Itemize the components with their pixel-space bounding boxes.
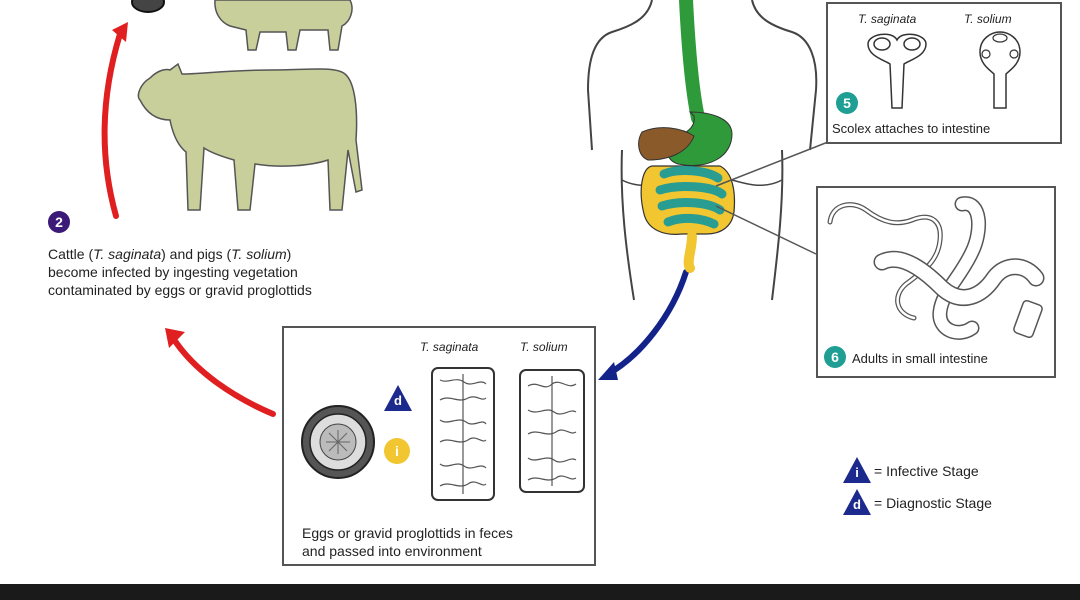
legend-infective-icon bbox=[843, 457, 871, 483]
adult-worms-drawing bbox=[827, 196, 1045, 340]
step-2-line1-post: ) bbox=[286, 246, 292, 262]
scolex-species-a: T. saginata bbox=[858, 12, 917, 26]
diagnostic-stage-icon bbox=[384, 385, 412, 411]
legend-diagnostic-icon bbox=[843, 489, 871, 515]
eggs-caption-line2: and passed into environment bbox=[302, 543, 482, 559]
step-2-caption: Cattle (T. saginata) and pigs (T. solium… bbox=[48, 245, 428, 299]
legend: i = Infective Stage d = Diagnostic Stage bbox=[842, 456, 1072, 520]
adults-panel: 6 Adults in small intestine bbox=[816, 186, 1056, 378]
proglottid-solium-drawing bbox=[519, 369, 585, 493]
legend-infective-letter: i bbox=[855, 465, 859, 480]
step-2-badge: 2 bbox=[48, 211, 70, 233]
step-2-species-b: T. solium bbox=[231, 246, 287, 262]
human-torso bbox=[586, 0, 818, 301]
connector-lines bbox=[715, 141, 829, 255]
eggs-caption-line1: Eggs or gravid proglottids in feces bbox=[302, 525, 513, 541]
cycle-arrow-blue bbox=[598, 269, 689, 380]
egg-drawing bbox=[301, 405, 375, 479]
step-5-caption: Scolex attaches to intestine bbox=[832, 121, 991, 136]
scolex-saginata-drawing bbox=[867, 33, 927, 109]
step-2-species-a: T. saginata bbox=[93, 246, 162, 262]
eggs-panel: T. saginata T. solium d i Eggs or gravid… bbox=[282, 326, 596, 566]
legend-diagnostic-label: = Diagnostic Stage bbox=[874, 495, 992, 511]
eggs-species-b: T. solium bbox=[520, 340, 568, 354]
infective-stage-icon: i bbox=[384, 438, 410, 464]
step-2-line3: contaminated by eggs or gravid proglotti… bbox=[48, 282, 312, 298]
step-2-line1-pre: Cattle ( bbox=[48, 246, 94, 262]
proglottid-saginata-drawing bbox=[431, 367, 495, 501]
step-6-badge: 6 bbox=[824, 346, 846, 368]
eggs-caption: Eggs or gravid proglottids in feces and … bbox=[302, 524, 513, 560]
cycle-arrow-left bbox=[101, 22, 128, 219]
scolex-species-b: T. solium bbox=[964, 12, 1012, 26]
bottom-bar bbox=[0, 584, 1080, 600]
diagnostic-stage-letter: d bbox=[394, 393, 402, 408]
step-2-line1-mid: ) and pigs ( bbox=[161, 246, 232, 262]
cow-silhouette bbox=[137, 62, 363, 211]
step-6-caption: Adults in small intestine bbox=[852, 351, 988, 366]
eggs-species-a: T. saginata bbox=[420, 340, 479, 354]
step-5-badge: 5 bbox=[836, 92, 858, 114]
legend-infective-label: = Infective Stage bbox=[874, 463, 979, 479]
pig-silhouette bbox=[131, 0, 353, 51]
step-2-line2: become infected by ingesting vegetation bbox=[48, 264, 298, 280]
scolex-solium-drawing bbox=[979, 31, 1021, 109]
cycle-arrow-lower bbox=[165, 328, 276, 417]
scolex-panel: T. saginata T. solium 5 Scolex attaches … bbox=[826, 2, 1062, 144]
legend-diagnostic-letter: d bbox=[853, 497, 861, 512]
